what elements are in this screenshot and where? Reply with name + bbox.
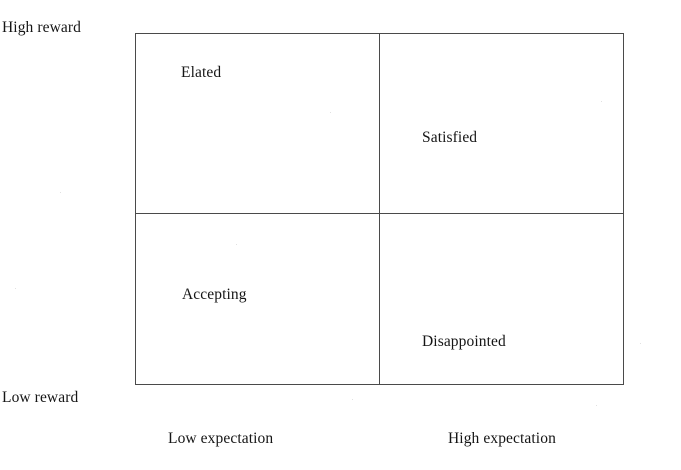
matrix-vertical-divider (379, 34, 381, 384)
quadrant-label-elated: Elated (181, 64, 222, 81)
axis-label-high-expectation: High expectation (448, 430, 556, 447)
scan-speckle (60, 192, 61, 193)
scan-speckle (640, 343, 641, 344)
matrix-box: Elated Satisfied Accepting Disappointed (135, 33, 624, 385)
quadrant-label-disappointed: Disappointed (422, 333, 506, 350)
scan-speckle (330, 112, 331, 113)
quadrant-label-satisfied: Satisfied (422, 129, 478, 146)
scan-speckle (601, 101, 602, 102)
quadrant-accepting: Accepting (136, 214, 380, 386)
quadrant-satisfied: Satisfied (380, 34, 625, 214)
matrix-horizontal-divider (136, 213, 623, 215)
scan-speckle (15, 288, 16, 289)
quadrant-label-accepting: Accepting (182, 286, 247, 303)
axis-label-low-expectation: Low expectation (168, 430, 274, 447)
scan-speckle (236, 244, 237, 245)
quadrant-disappointed: Disappointed (380, 214, 625, 386)
axis-label-high-reward: High reward (2, 19, 82, 36)
axis-label-low-reward: Low reward (2, 389, 79, 406)
scan-speckle (352, 399, 353, 400)
scan-speckle (596, 405, 597, 406)
quadrant-elated: Elated (136, 34, 380, 214)
